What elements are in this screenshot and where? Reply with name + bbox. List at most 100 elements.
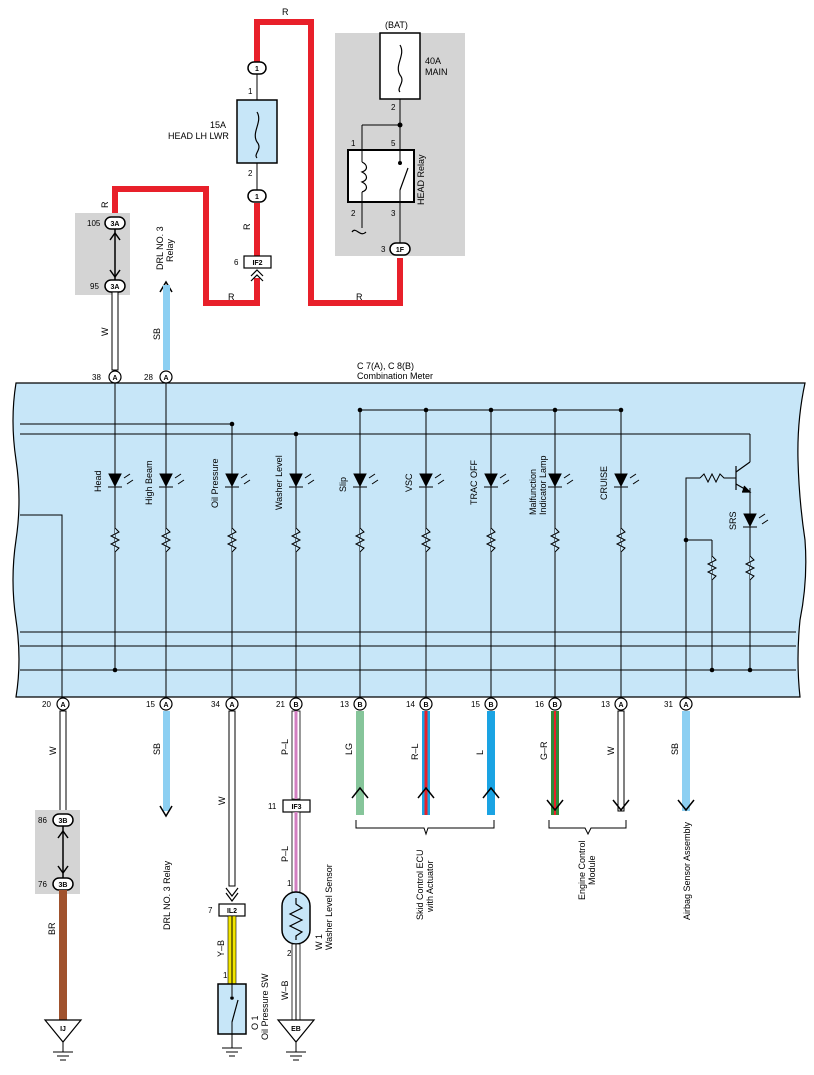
svg-text:IJ: IJ (60, 1026, 66, 1033)
svg-text:3: 3 (391, 209, 396, 218)
resistors (109, 472, 756, 581)
svg-text:with Actuator: with Actuator (425, 860, 435, 913)
transistor (735, 461, 752, 493)
svg-text:Washer Level: Washer Level (274, 455, 284, 510)
svg-text:B: B (293, 702, 298, 709)
svg-text:R–L: R–L (410, 743, 420, 760)
relay-coil (360, 161, 368, 193)
wire-sb-15 (163, 711, 170, 811)
if2-to-junction-wire-r (112, 186, 260, 306)
svg-text:A: A (229, 702, 234, 709)
ground-eb (276, 1019, 316, 1043)
wire-br (59, 890, 67, 1020)
svg-text:Y–B: Y–B (216, 940, 226, 957)
svg-text:Slip: Slip (338, 477, 348, 492)
svg-text:38: 38 (92, 373, 101, 382)
drl-relay-bottom-label: DRL NO. 3 Relay (162, 860, 172, 930)
svg-text:1: 1 (223, 971, 228, 980)
svg-text:20: 20 (42, 700, 51, 709)
svg-text:A: A (112, 375, 117, 382)
wire-l (487, 711, 495, 815)
svg-text:W: W (100, 327, 110, 336)
svg-text:P–L: P–L (280, 846, 290, 862)
svg-text:A: A (618, 702, 623, 709)
svg-text:B: B (552, 702, 557, 709)
svg-text:15: 15 (471, 700, 480, 709)
wire-w-34 (228, 710, 236, 887)
bracket-ecm (548, 820, 627, 836)
svg-text:34: 34 (211, 700, 220, 709)
svg-text:BR: BR (47, 922, 57, 935)
svg-text:W: W (606, 746, 616, 755)
ground-symbol-eb (286, 1042, 306, 1061)
svg-text:A: A (60, 702, 65, 709)
ground-symbol-ij (53, 1042, 73, 1061)
washer-name: Washer Level Sensor (324, 864, 334, 950)
svg-text:1F: 1F (396, 247, 405, 254)
main-fuse-pin: 2 (391, 103, 396, 112)
svg-text:A: A (163, 702, 168, 709)
svg-text:16: 16 (535, 700, 544, 709)
washer-id: W 1 (314, 934, 324, 950)
power-wire-r (254, 19, 403, 306)
connector-1f (389, 242, 411, 256)
svg-text:A: A (683, 702, 688, 709)
svg-text:6: 6 (234, 258, 239, 267)
svg-text:Malfunction: Malfunction (528, 469, 538, 515)
led-symbols (108, 473, 757, 528)
svg-text:W: W (48, 746, 58, 755)
svg-text:VSC: VSC (404, 473, 414, 492)
svg-text:21: 21 (276, 700, 285, 709)
wire-sb-31 (682, 711, 690, 811)
svg-text:3B: 3B (59, 818, 68, 825)
svg-text:L: L (475, 750, 485, 755)
svg-text:W: W (217, 796, 227, 805)
svg-text:A: A (163, 375, 168, 382)
svg-text:3A: 3A (111, 221, 120, 228)
svg-text:IF3: IF3 (291, 804, 301, 811)
svg-text:TRAC OFF: TRAC OFF (469, 460, 479, 505)
svg-text:13: 13 (340, 700, 349, 709)
svg-text:G–R: G–R (539, 741, 549, 760)
svg-text:3B: 3B (59, 882, 68, 889)
wire-label-r-mid: R (228, 292, 235, 302)
main-fuse-amp: 40A (425, 56, 441, 66)
svg-text:1: 1 (287, 879, 292, 888)
ecm-label: Engine Control (577, 840, 587, 900)
svg-text:28: 28 (144, 373, 153, 382)
main-fuse-40a (379, 32, 421, 100)
svg-text:IF2: IF2 (252, 260, 262, 267)
meter-bottom-pins: A 20 A 15 A 34 B 21 B 13 B 14 B 15 B 16 … (42, 697, 693, 711)
combination-meter (12, 382, 807, 698)
svg-text:2: 2 (351, 209, 356, 218)
oil-sw-name: Oil Pressure SW (260, 973, 270, 1040)
svg-text:5: 5 (391, 139, 396, 148)
svg-text:Relay: Relay (165, 238, 175, 262)
ground-ij (43, 1019, 83, 1043)
svg-text:SB: SB (152, 743, 162, 755)
wire-sb-28 (163, 285, 170, 370)
connector-fuse-bottom (247, 189, 267, 203)
svg-text:B: B (423, 702, 428, 709)
wire-w-13a (617, 710, 625, 812)
svg-text:31: 31 (664, 700, 673, 709)
led-labels: Head High Beam Oil Pressure Washer Level… (93, 455, 738, 530)
svg-text:1: 1 (351, 139, 356, 148)
svg-text:86: 86 (38, 816, 47, 825)
meter-subtitle: Combination Meter (357, 371, 433, 381)
bat-label: (BAT) (385, 20, 408, 30)
wire-label-r-right: R (356, 292, 363, 302)
svg-text:CRUISE: CRUISE (599, 466, 609, 500)
drl-relay-label: DRL NO. 3 (155, 226, 165, 270)
svg-text:SB: SB (670, 743, 680, 755)
wire-label-r-fuse: R (242, 223, 252, 230)
junction-dots (112, 407, 753, 673)
svg-text:B: B (488, 702, 493, 709)
svg-text:15: 15 (146, 700, 155, 709)
meter-top-pins: A 38 A 28 (92, 370, 173, 384)
wire-lg (356, 711, 364, 815)
svg-text:IL2: IL2 (227, 908, 237, 915)
meter-title: C 7(A), C 8(B) (357, 361, 414, 371)
oil-sw-id: O 1 (250, 1015, 260, 1030)
svg-text:105: 105 (87, 219, 101, 228)
